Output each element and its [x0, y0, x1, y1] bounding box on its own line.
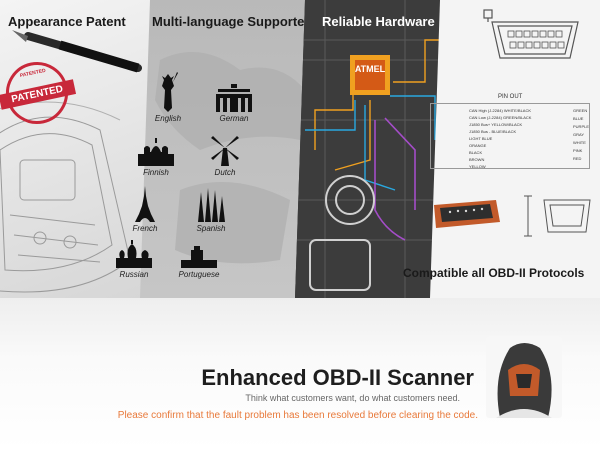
hardware-panel: ATMEL [295, 0, 445, 298]
language-english: English [133, 72, 203, 123]
pin-left-row: J1850 Bus - BLUE/BLACK [469, 129, 517, 134]
pin-left-row: ORANGE [469, 143, 487, 148]
language-portuguese: Portuguese [164, 244, 234, 279]
saint-basils-cathedral-icon [116, 240, 152, 268]
language-label: Spanish [196, 224, 226, 233]
language-label: German [219, 114, 249, 123]
pin-right-row: PURPLE [573, 124, 590, 129]
device-sketch [0, 30, 142, 293]
pin-right-row: WHITE [573, 140, 586, 145]
pin-left-row: J1850 Bus+ YELLOW/BLACK [469, 122, 523, 127]
sagrada-familia-icon [198, 188, 225, 222]
stamp-label: PATENTED [0, 79, 77, 110]
chip-label: ATMEL [355, 64, 386, 74]
language-label: English [154, 114, 182, 123]
pin-right-row: GREEN [573, 108, 588, 113]
language-russian: Russian [99, 240, 169, 279]
protocols-caption: Compatible all OBD-II Protocols [403, 266, 585, 280]
clear-code-notice: Please confirm that the fault problem ha… [117, 410, 478, 421]
protocols-panel [430, 0, 600, 298]
patent-panel: PATENTED PATENTED Appearance Patent [0, 0, 150, 298]
languages-panel [140, 0, 310, 298]
language-label: Dutch [214, 168, 236, 177]
feature-banner: PATENTED PATENTED Appearance Patent Mult… [0, 0, 600, 298]
pinout-title: PIN OUT [498, 94, 523, 100]
languages-headline: Multi-language Supported [152, 14, 313, 29]
obd-connector-side-drawing [524, 195, 591, 237]
product-tagline: Think what customers want, do what custo… [245, 393, 460, 403]
stylus-pen [12, 30, 142, 73]
pin-right-row: RED [573, 156, 582, 161]
pin-right-row: GRAY [573, 132, 585, 137]
patent-headline: Appearance Patent [8, 14, 126, 29]
language-label: Finnish [143, 168, 169, 177]
language-spanish: Spanish [176, 186, 246, 233]
pin-left-row: CAN High (J-2284) WHITE/BLACK [469, 108, 532, 113]
language-label: Russian [119, 270, 149, 279]
statue-of-liberty-icon [162, 72, 178, 112]
scanner-device-image [496, 343, 552, 418]
belem-tower-icon [181, 246, 217, 268]
language-finnish: Finnish [121, 138, 191, 177]
pin-left-row: BROWN [469, 157, 485, 162]
obd-connector-top-drawing [483, 9, 579, 59]
hardware-headline: Reliable Hardware [322, 14, 435, 29]
eiffel-tower-icon [135, 186, 155, 222]
language-label: French [132, 224, 158, 233]
language-french: French [110, 186, 180, 233]
circuit-board: ATMEL [295, 0, 445, 298]
product-title: Enhanced OBD-II Scanner [201, 365, 474, 390]
obd-plug-drawing [434, 200, 500, 228]
brandenburg-gate-icon [216, 84, 252, 112]
windmill-icon [211, 136, 239, 166]
language-label: Portuguese [178, 270, 220, 279]
scanner-thumbnail [486, 336, 562, 418]
microcontroller-chip: ATMEL [350, 55, 390, 95]
language-dutch: Dutch [190, 136, 260, 177]
connector-drawings [434, 9, 591, 237]
pin-right-row: PINK [573, 148, 583, 153]
pin-left-row: CAN Low (J-2284) GREEN/BLACK [469, 115, 532, 120]
pin-right-row: BLUE [573, 116, 584, 121]
language-german: German [199, 84, 269, 123]
pin-left-row: BLACK [469, 150, 483, 155]
pin-left-row: YELLOW [469, 164, 486, 169]
helsinki-cathedral-icon [138, 138, 174, 166]
pinout-table: CAN High (J-2284) WHITE/BLACK CAN Low (J… [430, 103, 590, 169]
pin-left-row: LIGHT BLUE [469, 136, 493, 141]
